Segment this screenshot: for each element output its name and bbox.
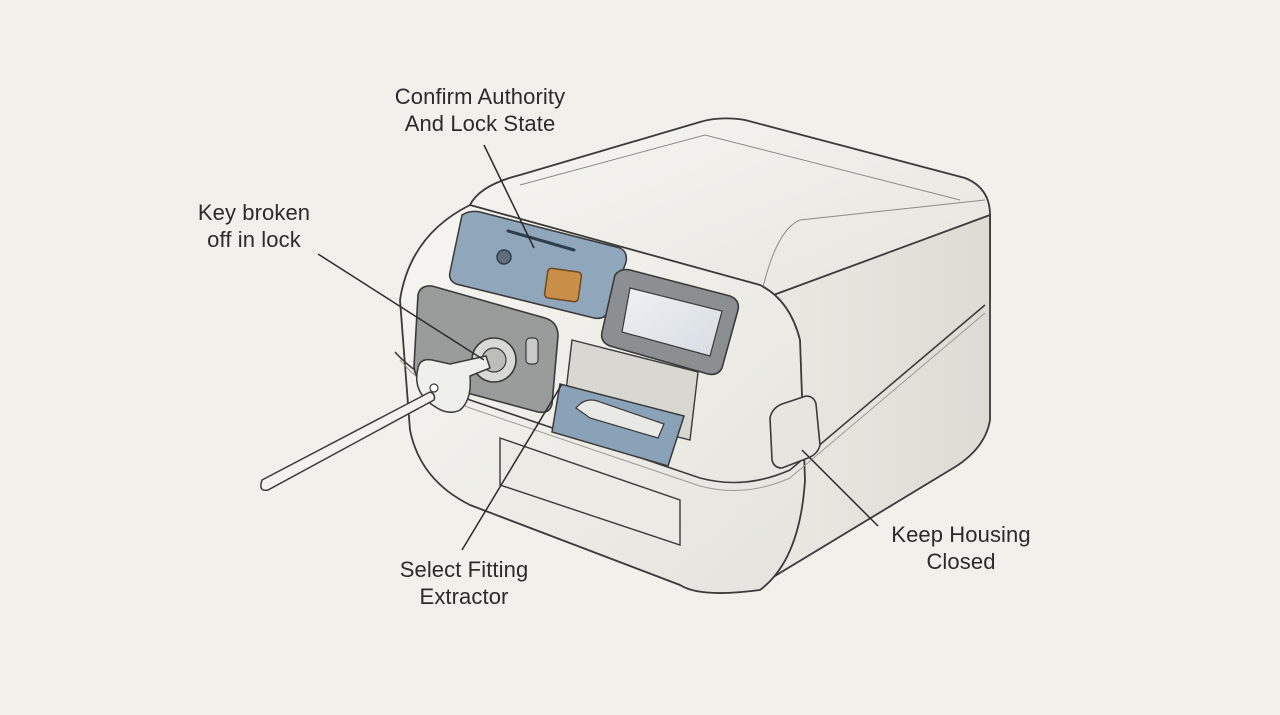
leader-select-extractor bbox=[461, 383, 563, 551]
annotation-confirm-authority: Confirm Authority And Lock State bbox=[395, 83, 565, 137]
housing-latch bbox=[769, 395, 821, 469]
status-indicator-icon bbox=[496, 249, 512, 265]
control-panel-slot bbox=[506, 229, 576, 252]
lid-ridge bbox=[519, 134, 961, 201]
annotation-text-line: off in lock bbox=[207, 227, 301, 252]
annotation-keep-housing-closed: Keep Housing Closed bbox=[891, 521, 1030, 575]
leader-confirm-authority bbox=[483, 144, 535, 249]
annotation-select-extractor: Select Fitting Extractor bbox=[400, 556, 529, 610]
lower-drawer bbox=[499, 437, 681, 546]
annotation-text-line: Key broken bbox=[197, 200, 311, 225]
leader-key-broken bbox=[317, 253, 485, 361]
leader-keep-housing bbox=[801, 449, 879, 527]
annotation-text-line: Keep Housing bbox=[891, 522, 1031, 547]
display-screen bbox=[621, 287, 723, 357]
annotation-text-line: Confirm Authority bbox=[394, 84, 566, 109]
annotation-text-line: Extractor bbox=[419, 584, 509, 609]
authorize-button[interactable] bbox=[543, 267, 583, 303]
annotation-text-line: Select Fitting bbox=[399, 557, 529, 582]
key-hole bbox=[429, 383, 439, 393]
annotation-text-line: Closed bbox=[926, 549, 996, 574]
annotation-text-line: And Lock State bbox=[404, 111, 556, 136]
lid-edge bbox=[759, 199, 986, 301]
annotation-key-broken: Key broken off in lock bbox=[198, 199, 310, 253]
extractor-pick bbox=[575, 399, 665, 439]
extractor-tool bbox=[260, 391, 436, 492]
lock-side-latch bbox=[525, 337, 539, 365]
